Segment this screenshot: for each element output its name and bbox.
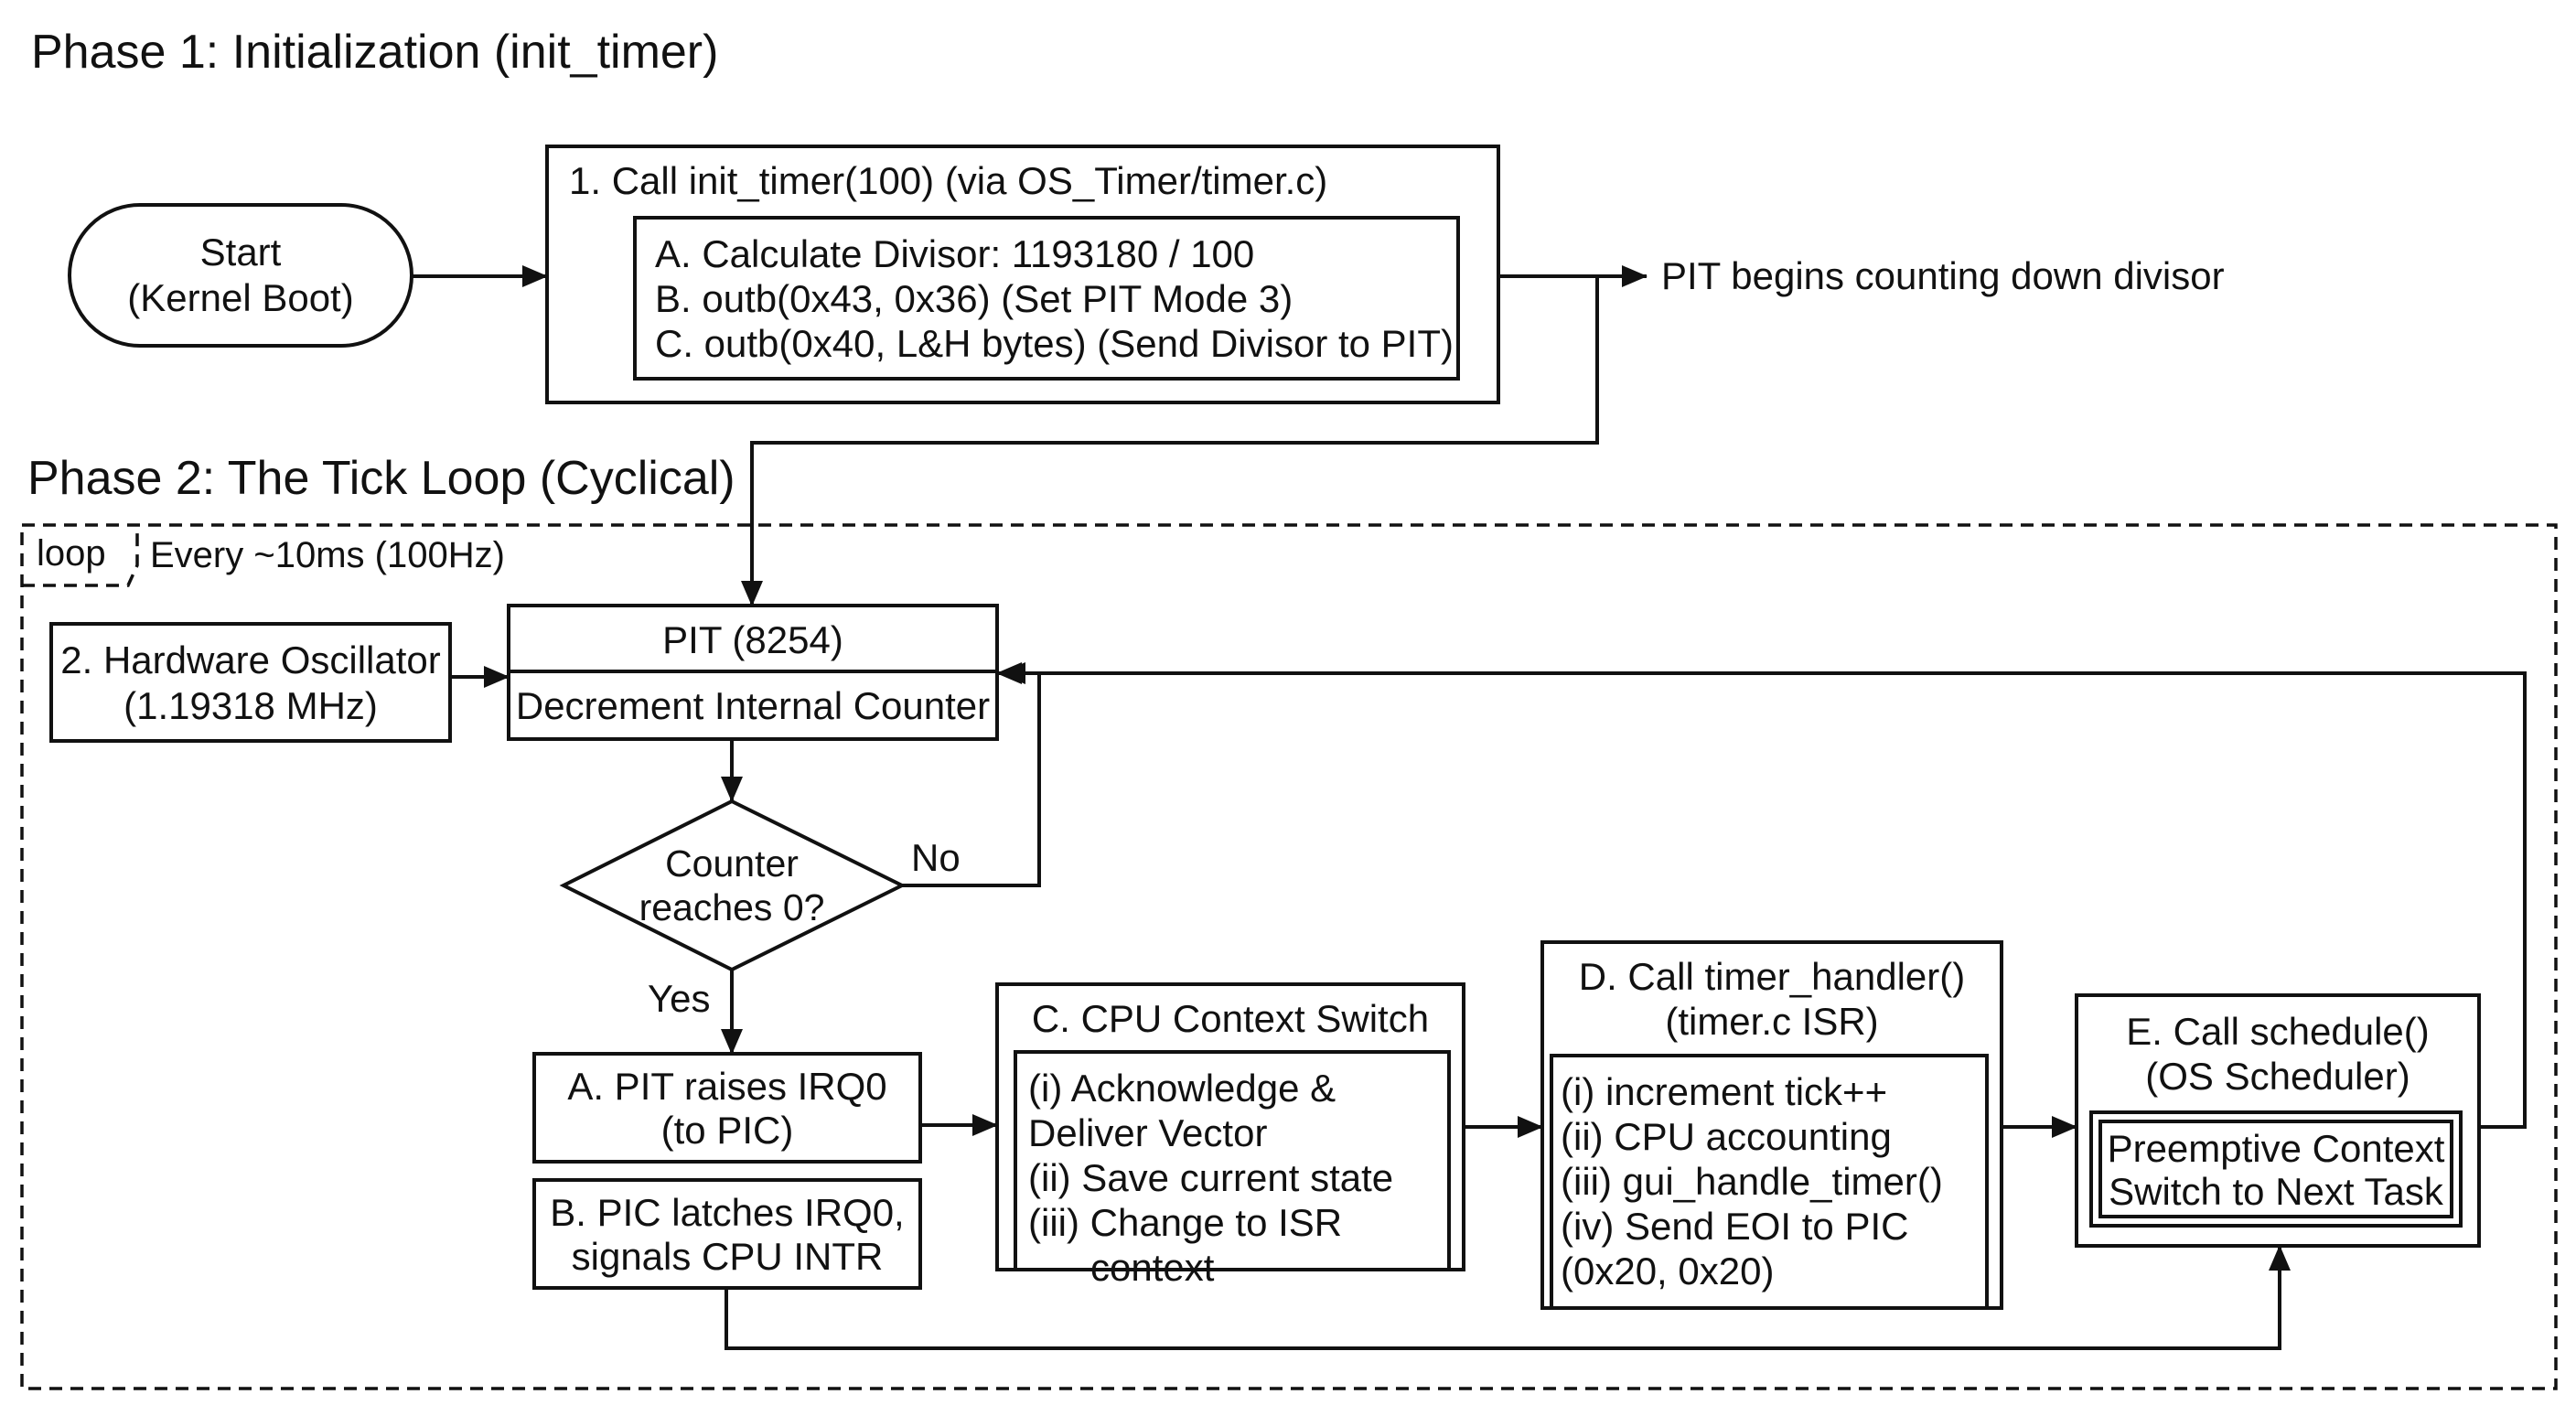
loop-tag-border (22, 525, 139, 587)
step-c-box: C. CPU Context Switch (i) Acknowledge & … (995, 982, 1465, 1289)
step-d-subtitle: (timer.c ISR) (1665, 1000, 1878, 1043)
step-b-sublabel: signals CPU INTR (572, 1235, 884, 1278)
step-c-item-2: Deliver Vector (1028, 1111, 1267, 1154)
step-b-box: B. PIC latches IRQ0, signals CPU INTR (532, 1178, 922, 1290)
step-d-item-5: (0x20, 0x20) (1561, 1249, 1774, 1292)
start-sublabel: (Kernel Boot) (127, 276, 353, 319)
arrow-step-b-to-e (724, 1245, 2291, 1350)
pit-body: Decrement Internal Counter (516, 684, 990, 727)
step-c-item-1: (i) Acknowledge & (1028, 1067, 1336, 1110)
oscillator-frequency: (1.19318 MHz) (123, 684, 378, 727)
step-e-box: E. Call schedule() (OS Scheduler) Preemp… (2075, 993, 2481, 1248)
pit-header: PIT (8254) (662, 618, 843, 661)
step-c-item-4: (iii) Change to ISR (1028, 1201, 1342, 1244)
step-d-box: D. Call timer_handler() (timer.c ISR) (i… (1540, 940, 2003, 1310)
decision-sublabel: reaches 0? (639, 886, 825, 928)
decision-label: Counter (665, 842, 799, 885)
step-e-subtitle: (OS Scheduler) (2145, 1055, 2410, 1098)
step-e-title: E. Call schedule() (2126, 1010, 2429, 1053)
start-terminator: Start (Kernel Boot) (68, 203, 413, 348)
step-c-item-5: context (1090, 1246, 1215, 1289)
no-label: No (911, 836, 961, 879)
step-d-item-1: (i) increment tick++ (1561, 1070, 1887, 1113)
step-e-inner-line1: Preemptive Context (2108, 1127, 2445, 1170)
arrow-phase1-to-pit (741, 276, 1599, 606)
pit-begins-label: PIT begins counting down divisor (1661, 254, 2225, 297)
phase1-title: Phase 1: Initialization (init_timer) (31, 26, 718, 79)
step-d-item-2: (ii) CPU accounting (1561, 1115, 1892, 1158)
init-timer-box: 1. Call init_timer(100) (via OS_Timer/ti… (545, 145, 1500, 404)
phase2-title: Phase 2: The Tick Loop (Cyclical) (27, 452, 735, 505)
oscillator-label: 2. Hardware Oscillator (60, 638, 440, 681)
hardware-oscillator-box: 2. Hardware Oscillator (1.19318 MHz) (49, 622, 452, 743)
arrow-e-back-to-pit (1000, 662, 2527, 1129)
step-d-inner-box (1550, 1054, 1989, 1310)
init-timer-title: 1. Call init_timer(100) (via OS_Timer/ti… (569, 159, 1327, 202)
step-d-title: D. Call timer_handler() (1579, 955, 1965, 998)
counter-decision: Counter reaches 0? (559, 799, 907, 972)
loop-condition-label: Every ~10ms (100Hz) (150, 535, 505, 575)
step-b-label: B. PIC latches IRQ0, (550, 1191, 904, 1234)
step-d-item-3: (iii) gui_handle_timer() (1561, 1160, 1943, 1203)
step-e-inner-line2: Switch to Next Task (2109, 1170, 2444, 1213)
yes-label: Yes (648, 977, 711, 1020)
pit-box: PIT (8254) Decrement Internal Counter (507, 604, 999, 741)
step-a-box: A. PIT raises IRQ0 (to PIC) (532, 1052, 922, 1164)
start-label: Start (200, 231, 282, 273)
init-steps-box (633, 216, 1460, 381)
step-c-inner-box (1014, 1050, 1451, 1271)
step-c-item-3: (ii) Save current state (1028, 1156, 1393, 1199)
loop-tag-label: loop (37, 533, 106, 574)
step-e-inner-box (2089, 1110, 2463, 1228)
step-a-sublabel: (to PIC) (661, 1109, 794, 1152)
loop-frame (20, 523, 2558, 1390)
init-step-c: C. outb(0x40, L&H bytes) (Send Divisor t… (655, 322, 1454, 365)
init-step-b: B. outb(0x43, 0x36) (Set PIT Mode 3) (655, 277, 1293, 320)
step-c-title: C. CPU Context Switch (1032, 997, 1429, 1040)
step-d-item-4: (iv) Send EOI to PIC (1561, 1205, 1908, 1248)
step-a-label: A. PIT raises IRQ0 (567, 1065, 886, 1108)
init-step-a: A. Calculate Divisor: 1193180 / 100 (655, 232, 1254, 275)
